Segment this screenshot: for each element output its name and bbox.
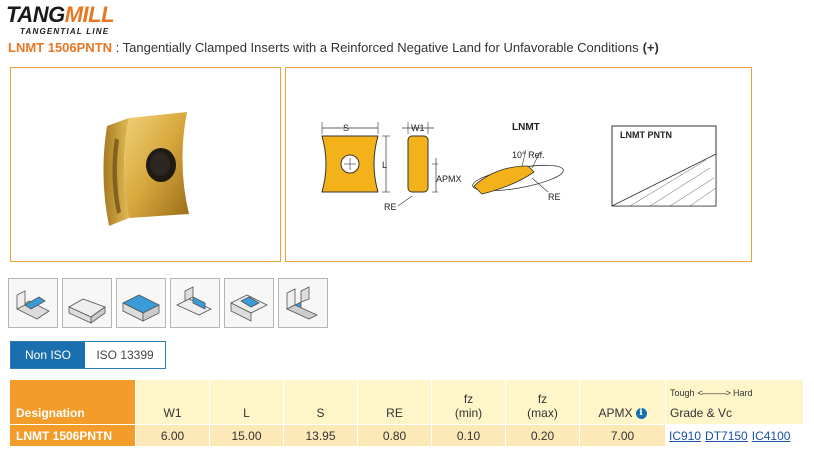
header-grade: Tough<———>Hard Grade & Vc xyxy=(665,379,804,425)
table-row: LNMT 1506PNTN 6.00 15.00 13.95 0.80 0.10… xyxy=(9,424,804,447)
pocket-milling-icon[interactable] xyxy=(224,278,274,328)
grade-link-dt7150[interactable]: DT7150 xyxy=(705,428,748,443)
header-l: L xyxy=(209,379,284,425)
dim-l-label: L xyxy=(382,160,387,170)
angle-label: 10° Ref. xyxy=(512,150,545,160)
side-view-title: LNMT xyxy=(512,122,540,133)
section-view-title: LNMT PNTN xyxy=(620,130,672,140)
standard-tabs: Non ISO ISO 13399 xyxy=(10,341,166,369)
page-title: LNMT 1506PNTN : Tangentially Clamped Ins… xyxy=(8,40,659,56)
dim-w1-label: W1 xyxy=(411,123,425,133)
shoulder-milling-icon[interactable] xyxy=(8,278,58,328)
header-re: RE xyxy=(357,379,432,425)
cell-l: 15.00 xyxy=(209,424,284,447)
cell-designation: LNMT 1506PNTN xyxy=(9,424,136,447)
cell-fz-max: 0.20 xyxy=(505,424,580,447)
angle-re-label: RE xyxy=(548,192,561,202)
specification-table: Designation W1 L S RE fz(min) fz(max) AP… xyxy=(9,379,804,447)
header-fz-max: fz(max) xyxy=(505,379,580,425)
insert-photo xyxy=(103,112,189,226)
face-milling-icon[interactable] xyxy=(62,278,112,328)
logo-tang: TANG xyxy=(6,2,65,27)
info-icon[interactable]: i xyxy=(635,408,647,420)
header-fz-min: fz(min) xyxy=(431,379,506,425)
grade-link-ic910[interactable]: IC910 xyxy=(669,428,702,443)
dim-s-label: S xyxy=(343,123,349,133)
tab-non-iso[interactable]: Non ISO xyxy=(11,342,85,368)
tough-hard-scale: Tough<———>Hard xyxy=(670,388,753,398)
table-header-row: Designation W1 L S RE fz(min) fz(max) AP… xyxy=(9,379,804,425)
tab-iso-13399[interactable]: ISO 13399 xyxy=(85,342,165,368)
product-code: LNMT 1506PNTN xyxy=(8,40,113,55)
logo-mill: MILL xyxy=(64,2,115,27)
tangmill-logo: TANGMILL TANGENTIAL LINE xyxy=(6,4,136,38)
header-w1: W1 xyxy=(135,379,210,425)
grade-link-ic4100[interactable]: IC4100 xyxy=(751,428,791,443)
slotting-icon[interactable] xyxy=(116,278,166,328)
dim-apmx-label: APMX xyxy=(436,174,462,184)
expand-toggle[interactable]: (+) xyxy=(642,40,659,55)
groove-milling-icon[interactable] xyxy=(278,278,328,328)
product-description: : Tangentially Clamped Inserts with a Re… xyxy=(112,40,639,55)
cell-fz-min: 0.10 xyxy=(431,424,506,447)
insert-photo-panel xyxy=(10,67,281,262)
logo-subtitle: TANGENTIAL LINE xyxy=(20,27,110,36)
header-designation: Designation xyxy=(9,379,136,425)
step-milling-icon[interactable] xyxy=(170,278,220,328)
cell-w1: 6.00 xyxy=(135,424,210,447)
dim-re-label: RE xyxy=(384,202,397,212)
header-s: S xyxy=(283,379,358,425)
dimension-diagram: S L RE W1 APMX LNMT 10° Ref. RE LNMT PNT… xyxy=(321,122,717,212)
cell-re: 0.80 xyxy=(357,424,432,447)
double-arrow-icon: <———> xyxy=(697,388,732,398)
dimension-diagram-panel: S L RE W1 APMX LNMT 10° Ref. RE LNMT PNT… xyxy=(285,67,752,262)
cell-s: 13.95 xyxy=(283,424,358,447)
cell-apmx: 7.00 xyxy=(579,424,666,447)
